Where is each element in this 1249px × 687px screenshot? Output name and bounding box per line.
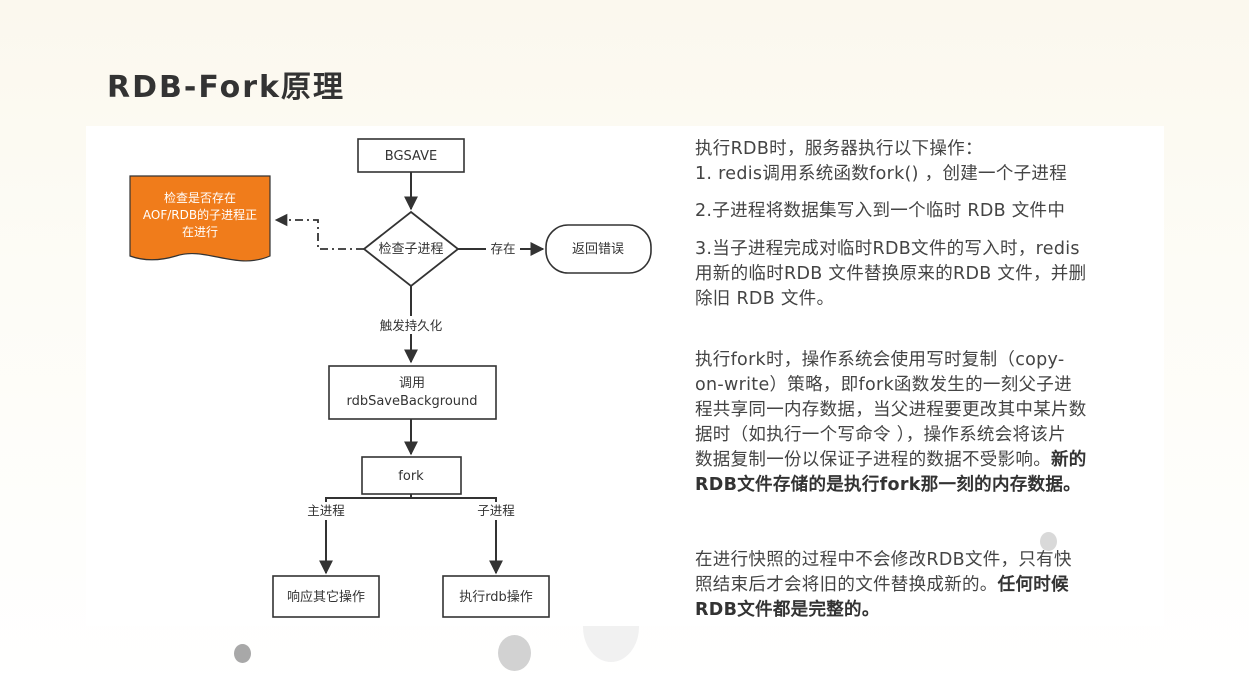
- p5-line1: 在进行快照的过程中不会修改RDB文件，只有快: [695, 550, 1072, 570]
- edge-child-label: 子进程: [477, 503, 515, 518]
- p2-line: 2.子进程将数据集写入到一个临时 RDB 文件中: [695, 201, 1066, 221]
- p5-line2-normal: 照结束后才会将旧的文件替换成新的。: [695, 575, 998, 595]
- p1-line1: 执行RDB时，服务器执行以下操作：: [695, 139, 983, 159]
- decor-circle-small: [234, 644, 251, 663]
- p4-line1: 执行fork时，操作系统会使用写时复制（copy-: [695, 350, 1065, 370]
- p4-line5-normal: 数据复制一份以保证子进程的数据不受影响。: [695, 450, 1051, 470]
- bgsave-label: BGSAVE: [385, 149, 437, 164]
- respond-other-node: [272, 575, 380, 618]
- respond-other-label: 响应其它操作: [287, 589, 365, 605]
- check-aof-rdb-document: [129, 175, 271, 262]
- return-error-node: [545, 224, 652, 274]
- p4-line6-bold: RDB文件存储的是执行fork那一刻的内存数据。: [695, 475, 1081, 495]
- p3-line1: 3.当子进程完成对临时RDB文件的写入时，redis: [695, 239, 1080, 259]
- p5-line3-bold: RDB文件都是完整的。: [695, 600, 880, 620]
- call-rdbsavebackground-node: [328, 365, 497, 420]
- page-title: RDB-Fork原理: [107, 70, 345, 105]
- check-child-label: 检查子进程: [378, 242, 443, 257]
- exec-rdb-label: 执行rdb操作: [459, 589, 533, 605]
- p4-line6: RDB文件存储的是执行fork那一刻的内存数据。: [695, 473, 1150, 498]
- decor-circle-tiny: [1040, 532, 1057, 551]
- edge-exists-label-bg: [486, 239, 520, 257]
- paragraph-rdb-ops: 执行RDB时，服务器执行以下操作： 1. redis调用系统函数fork() ，…: [695, 137, 1150, 187]
- call-label-line2: rdbSaveBackground: [346, 394, 477, 409]
- fork-node: [361, 456, 462, 495]
- bgsave-node: [357, 138, 465, 173]
- p4-line2: on-write）策略，即fork函数发生的一刻父子进: [695, 375, 1072, 395]
- paragraph-step3: 3.当子进程完成对临时RDB文件的写入时，redis 用新的临时RDB 文件替换…: [695, 237, 1150, 312]
- p4-line4: 据时（如执行一个写命令 ），操作系统会将该片: [695, 425, 1066, 445]
- paragraph-fork-cow: 执行fork时，操作系统会使用写时复制（copy- on-write）策略，即f…: [695, 348, 1150, 498]
- decor-circle-medium: [498, 635, 531, 671]
- p1-line2: 1. redis调用系统函数fork() ，创建一个子进程: [695, 164, 1068, 184]
- edge-child-label-bg: [471, 502, 521, 520]
- exec-rdb-node: [442, 575, 550, 618]
- edge-fork-child: [410, 494, 503, 575]
- edge-trigger-label-bg: [374, 316, 448, 334]
- p5-line3: RDB文件都是完整的。: [695, 598, 1150, 623]
- content-panel: BGSAVE 检查子进程 存在 返回错误 检查是否存在 AOF/RDB的子进程正…: [86, 126, 1164, 626]
- edge-check-doc: [274, 213, 364, 250]
- p5-line2-bold: 任何时候: [997, 575, 1069, 595]
- p3-line3: 除旧 RDB 文件。: [695, 289, 835, 309]
- flowchart: BGSAVE 检查子进程 存在 返回错误 检查是否存在 AOF/RDB的子进程正…: [129, 138, 652, 618]
- p4-line5-bold: 新的: [1051, 450, 1087, 470]
- paragraph-snapshot: 在进行快照的过程中不会修改RDB文件，只有快 照结束后才会将旧的文件替换成新的。…: [695, 548, 1150, 623]
- edge-main-label-bg: [301, 502, 351, 520]
- edge-exists-label: 存在: [490, 241, 515, 256]
- call-label-line1: 调用: [399, 376, 425, 391]
- doc-label-line2: AOF/RDB的子进程正: [143, 207, 257, 222]
- p3-line2: 用新的临时RDB 文件替换原来的RDB 文件，并删: [695, 264, 1087, 284]
- paragraph-step2: 2.子进程将数据集写入到一个临时 RDB 文件中: [695, 199, 1150, 224]
- p5-line2: 照结束后才会将旧的文件替换成新的。任何时候: [695, 573, 1150, 598]
- p4-line3: 程共享同一内存数据，当父进程要更改其中某片数: [695, 400, 1087, 420]
- edge-trigger-label: 触发持久化: [380, 318, 443, 333]
- edge-main-label: 主进程: [307, 503, 345, 518]
- doc-label-line1: 检查是否存在: [164, 190, 236, 205]
- doc-label-line3: 在进行: [182, 225, 218, 239]
- fork-label: fork: [398, 469, 424, 484]
- return-error-label: 返回错误: [572, 242, 624, 257]
- p4-line5: 数据复制一份以保证子进程的数据不受影响。新的: [695, 448, 1150, 473]
